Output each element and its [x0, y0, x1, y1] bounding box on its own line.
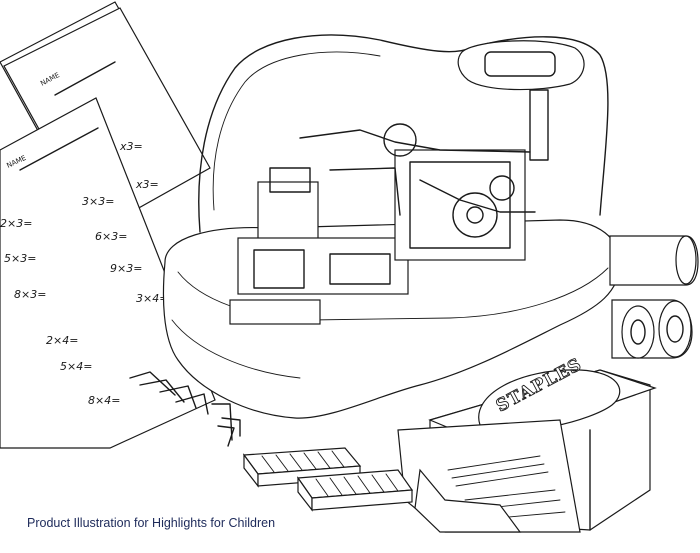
worksheet-problem: 6×3= — [95, 230, 127, 243]
staple-strips — [242, 447, 414, 512]
worksheet-problem: 5×4= — [60, 360, 92, 373]
worksheet-problem: 3×4= — [136, 292, 168, 305]
staple-box: STAPLES — [397, 354, 657, 533]
worksheet-back-problem: x3= — [119, 140, 143, 153]
worksheet-back-problem: x3= — [135, 178, 159, 191]
worksheet-problem: 9×3= — [110, 262, 142, 275]
worksheet-problem: 8×3= — [14, 288, 46, 301]
illustration-caption: Product Illustration for Highlights for … — [27, 516, 276, 530]
worksheet-problem: 2×4= — [46, 334, 78, 347]
worksheet-problem: 2×3= — [0, 217, 32, 230]
loose-staples — [129, 371, 241, 447]
electric-stapler — [162, 34, 621, 419]
worksheet-problem: 3×3= — [82, 195, 114, 208]
worksheet-problem: 5×3= — [4, 252, 36, 265]
worksheet-front: NAME 2×3= 3×3= 5×3= 6×3= 8×3= 9×3= 3×4= … — [0, 97, 216, 449]
batteries — [609, 235, 699, 359]
worksheet-problem: 8×4= — [88, 394, 120, 407]
